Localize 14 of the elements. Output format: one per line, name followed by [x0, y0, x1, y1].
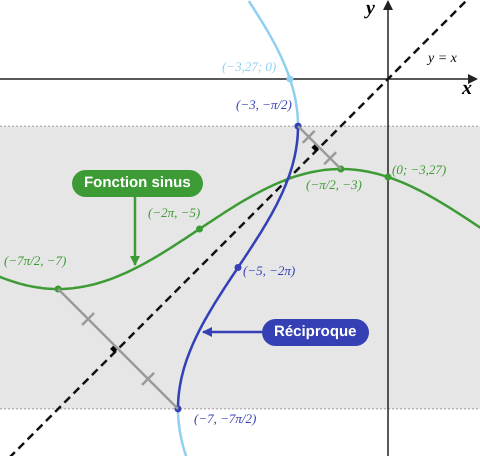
point-label: (−π/2, −3)	[306, 178, 362, 191]
point-label: (−2π, −5)	[148, 206, 200, 219]
point-label: (−3,27; 0)	[222, 60, 276, 73]
point-label: (−7π/2, −7)	[4, 254, 66, 267]
axis-label: x	[462, 78, 472, 98]
point-label: (−5, −2π)	[243, 264, 296, 277]
point-label: (−7, −7π/2)	[194, 412, 256, 425]
arrow	[202, 327, 262, 337]
point-label: (0; −3,27)	[392, 163, 446, 176]
perpendicular-segment	[57, 288, 179, 410]
axis-label: y	[366, 0, 375, 18]
point-label: (−3, −π/2)	[236, 98, 292, 111]
callout-label: Réciproque	[262, 319, 369, 346]
line-label: y = x	[428, 52, 457, 66]
